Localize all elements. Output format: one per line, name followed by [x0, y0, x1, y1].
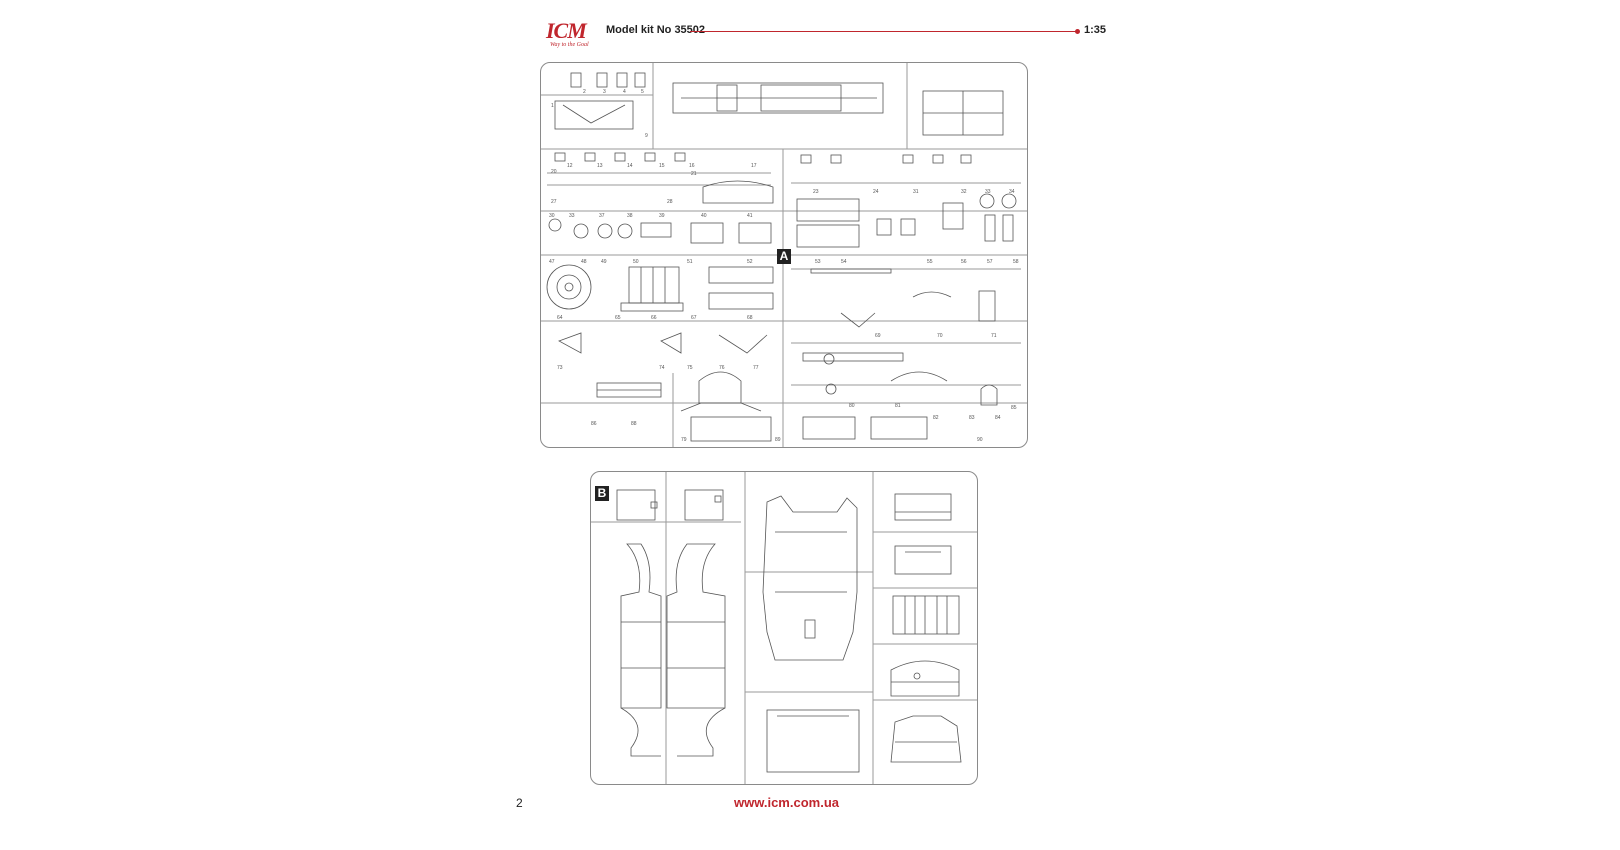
page-header: ICM Way to the Goal Model kit No 35502 1… [540, 14, 1106, 54]
sprue-a-label: A [777, 249, 791, 264]
svg-text:75: 75 [687, 365, 693, 371]
svg-text:32: 32 [961, 189, 967, 195]
svg-text:17: 17 [751, 163, 757, 169]
svg-text:67: 67 [691, 315, 697, 321]
svg-text:20: 20 [551, 169, 557, 175]
sprue-b-label: B [595, 486, 609, 501]
svg-text:86: 86 [591, 421, 597, 427]
svg-text:54: 54 [841, 259, 847, 265]
sprue-b-drawing [591, 472, 977, 784]
icm-logo: ICM Way to the Goal [540, 18, 600, 54]
svg-text:41: 41 [747, 213, 753, 219]
svg-text:23: 23 [813, 189, 819, 195]
svg-text:38: 38 [627, 213, 633, 219]
svg-text:66: 66 [651, 315, 657, 321]
svg-text:50: 50 [633, 259, 639, 265]
svg-text:1: 1 [551, 103, 554, 109]
svg-text:2: 2 [583, 89, 586, 95]
svg-text:77: 77 [753, 365, 759, 371]
svg-text:21: 21 [691, 171, 697, 177]
svg-text:74: 74 [659, 365, 665, 371]
svg-text:89: 89 [775, 437, 781, 443]
svg-text:4: 4 [623, 89, 626, 95]
svg-text:28: 28 [667, 199, 673, 205]
svg-text:51: 51 [687, 259, 693, 265]
svg-text:55: 55 [927, 259, 933, 265]
svg-text:31: 31 [913, 189, 919, 195]
svg-text:85: 85 [1011, 405, 1017, 411]
svg-text:12: 12 [567, 163, 573, 169]
svg-text:57: 57 [987, 259, 993, 265]
svg-text:83: 83 [969, 415, 975, 421]
svg-text:48: 48 [581, 259, 587, 265]
svg-text:73: 73 [557, 365, 563, 371]
svg-text:65: 65 [615, 315, 621, 321]
svg-text:30: 30 [549, 213, 555, 219]
svg-text:27: 27 [551, 199, 557, 205]
svg-text:76: 76 [719, 365, 725, 371]
svg-text:82: 82 [933, 415, 939, 421]
svg-text:69: 69 [875, 333, 881, 339]
svg-text:52: 52 [747, 259, 753, 265]
svg-text:53: 53 [815, 259, 821, 265]
svg-text:5: 5 [641, 89, 644, 95]
svg-text:47: 47 [549, 259, 555, 265]
svg-text:81: 81 [895, 403, 901, 409]
svg-text:24: 24 [873, 189, 879, 195]
logo-brand: ICM [546, 18, 587, 43]
svg-text:33: 33 [569, 213, 575, 219]
svg-text:58: 58 [1013, 259, 1019, 265]
svg-text:40: 40 [701, 213, 707, 219]
svg-text:34: 34 [1009, 189, 1015, 195]
svg-text:70: 70 [937, 333, 943, 339]
svg-text:39: 39 [659, 213, 665, 219]
svg-text:33: 33 [985, 189, 991, 195]
svg-text:68: 68 [747, 315, 753, 321]
svg-text:88: 88 [631, 421, 637, 427]
sprue-b: B [590, 471, 978, 785]
svg-text:84: 84 [995, 415, 1001, 421]
svg-text:9: 9 [645, 133, 648, 139]
svg-text:37: 37 [599, 213, 605, 219]
kit-title: Model kit No 35502 [606, 24, 706, 36]
svg-text:3: 3 [603, 89, 606, 95]
svg-text:13: 13 [597, 163, 603, 169]
logo-tagline: Way to the Goal [550, 42, 589, 48]
svg-text:90: 90 [977, 437, 983, 443]
svg-text:64: 64 [557, 315, 563, 321]
svg-text:49: 49 [601, 259, 607, 265]
svg-text:14: 14 [627, 163, 633, 169]
svg-text:56: 56 [961, 259, 967, 265]
svg-text:16: 16 [689, 163, 695, 169]
svg-text:71: 71 [991, 333, 997, 339]
svg-text:80: 80 [849, 403, 855, 409]
header-rule [690, 29, 1080, 34]
page-number: 2 [516, 796, 523, 810]
svg-text:15: 15 [659, 163, 665, 169]
scale-label: 1:35 [1084, 24, 1107, 36]
website-link[interactable]: www.icm.com.ua [734, 795, 839, 810]
svg-text:79: 79 [681, 437, 687, 443]
